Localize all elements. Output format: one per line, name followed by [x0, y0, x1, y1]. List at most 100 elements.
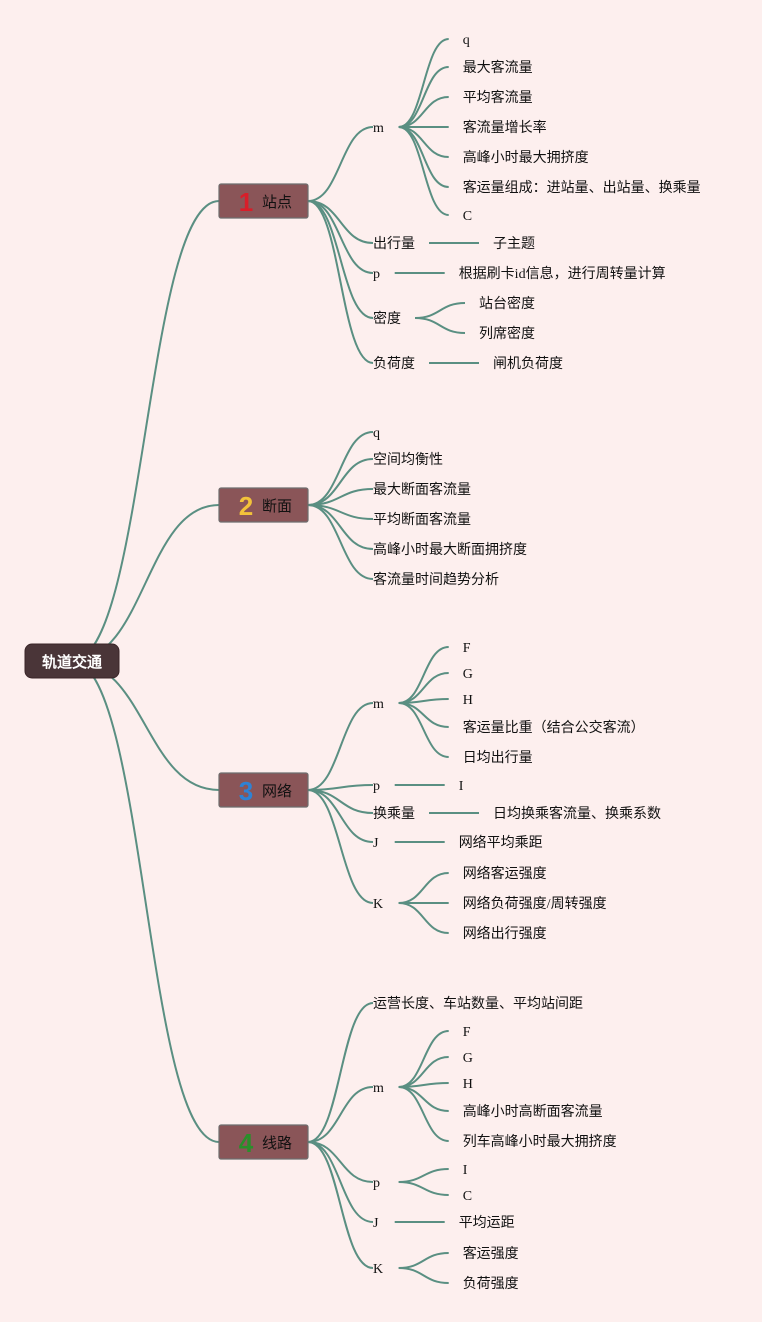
- connector-line: [307, 431, 374, 506]
- connector-line: [71, 660, 220, 1143]
- leaf-node[interactable]: 负荷强度: [463, 1276, 519, 1292]
- connector-line: [398, 126, 449, 158]
- leaf-node[interactable]: 客运量组成：进站量、出站量、换乘量: [463, 179, 701, 196]
- branch-label: 网络: [262, 783, 292, 800]
- connector-line: [71, 660, 220, 791]
- leaf-node[interactable]: I: [463, 1163, 468, 1178]
- branch-label: 线路: [262, 1135, 292, 1152]
- child-node[interactable]: J: [373, 836, 379, 851]
- leaf-node[interactable]: 站台密度: [479, 295, 535, 312]
- leaf-node[interactable]: G: [463, 667, 473, 682]
- leaf-node[interactable]: 高峰小时高断面客流量: [463, 1103, 603, 1120]
- branch-number-icon: 2: [239, 491, 253, 521]
- child-node[interactable]: q: [373, 426, 380, 441]
- child-node[interactable]: 负荷度: [373, 356, 415, 372]
- branch-number-icon: 3: [239, 776, 253, 806]
- leaf-node[interactable]: G: [463, 1051, 473, 1066]
- child-node[interactable]: 密度: [373, 310, 401, 327]
- child-node[interactable]: J: [373, 1216, 379, 1231]
- child-node[interactable]: p: [373, 779, 380, 794]
- connector-line: [398, 1267, 449, 1284]
- child-node[interactable]: 空间均衡性: [373, 452, 443, 468]
- connector-line: [414, 317, 466, 334]
- branch-box: [218, 1124, 309, 1160]
- leaf-node[interactable]: 日均换乘客流量、换乘系数: [493, 805, 661, 822]
- leaf-node[interactable]: I: [459, 779, 464, 794]
- leaf-node[interactable]: 网络客运强度: [463, 865, 547, 882]
- child-node[interactable]: 换乘量: [373, 805, 415, 822]
- connector-line: [71, 504, 220, 662]
- connector-line: [307, 702, 374, 791]
- leaf-node[interactable]: 最大客流量: [463, 59, 533, 76]
- connector-line: [398, 1252, 449, 1269]
- leaf-node[interactable]: C: [463, 1189, 472, 1204]
- leaf-node[interactable]: 高峰小时最大拥挤度: [463, 149, 589, 166]
- connector-line: [398, 38, 449, 128]
- leaf-node[interactable]: 闸机负荷度: [493, 356, 563, 372]
- leaf-node[interactable]: 网络平均乘距: [459, 835, 543, 851]
- branch-node-3[interactable]: 3 网络: [218, 772, 309, 808]
- leaf-node[interactable]: F: [463, 1025, 471, 1040]
- child-node[interactable]: m: [373, 1081, 384, 1096]
- child-node[interactable]: m: [373, 121, 384, 136]
- branch-label: 断面: [262, 498, 292, 515]
- child-node[interactable]: m: [373, 697, 384, 712]
- branch-box: [218, 183, 309, 219]
- leaf-node[interactable]: H: [463, 1077, 473, 1092]
- child-node[interactable]: 客流量时间趋势分析: [373, 571, 499, 588]
- child-node[interactable]: p: [373, 267, 380, 282]
- leaf-node[interactable]: 列车高峰小时最大拥挤度: [463, 1133, 617, 1150]
- leaf-node[interactable]: 日均出行量: [463, 750, 533, 766]
- leaf-node[interactable]: 客流量增长率: [463, 119, 547, 136]
- connector-line: [307, 126, 374, 202]
- root-node[interactable]: 轨道交通: [24, 643, 120, 679]
- leaf-node[interactable]: 平均运距: [459, 1215, 515, 1231]
- branch-box: [218, 487, 309, 523]
- connector-line: [398, 1086, 449, 1142]
- leaf-node[interactable]: 网络出行强度: [463, 926, 547, 942]
- connector-line: [398, 126, 449, 216]
- child-node[interactable]: 运营长度、车站数量、平均站间距: [373, 995, 583, 1012]
- leaf-node[interactable]: 根据刷卡id信息，进行周转量计算: [459, 265, 666, 282]
- leaf-node[interactable]: 子主题: [493, 236, 535, 252]
- child-node[interactable]: 高峰小时最大断面拥挤度: [373, 541, 527, 558]
- child-node[interactable]: p: [373, 1176, 380, 1191]
- leaf-node[interactable]: 网络负荷强度/周转强度: [463, 896, 607, 912]
- connector-lines: [71, 38, 479, 1284]
- connector-line: [307, 789, 374, 904]
- leaf-node[interactable]: 列席密度: [479, 325, 535, 342]
- connector-line: [398, 702, 449, 758]
- branch-box: [218, 772, 309, 808]
- leaf-node[interactable]: C: [463, 209, 472, 224]
- connector-line: [398, 126, 449, 188]
- leaf-node[interactable]: 客运量比重（结合公交客流）: [463, 719, 645, 736]
- connector-line: [307, 789, 374, 843]
- leaf-node[interactable]: H: [463, 693, 473, 708]
- branch-node-2[interactable]: 2 断面: [218, 487, 309, 523]
- leaf-node[interactable]: 平均客流量: [463, 89, 533, 106]
- child-node[interactable]: K: [373, 897, 383, 912]
- connector-line: [307, 1141, 374, 1269]
- child-node[interactable]: 平均断面客流量: [373, 511, 471, 528]
- connector-line: [398, 1086, 449, 1112]
- child-node[interactable]: 最大断面客流量: [373, 481, 471, 498]
- child-node[interactable]: K: [373, 1262, 383, 1277]
- leaf-node[interactable]: q: [463, 33, 470, 48]
- connector-line: [398, 1168, 449, 1183]
- root-box: [24, 643, 120, 679]
- connector-line: [398, 1181, 449, 1196]
- connector-line: [307, 458, 374, 506]
- connector-line: [307, 1002, 374, 1143]
- branch-number-icon: 1: [239, 187, 253, 217]
- connector-line: [398, 66, 449, 128]
- child-node[interactable]: 出行量: [373, 236, 415, 252]
- leaf-node[interactable]: F: [463, 641, 471, 656]
- connector-line: [71, 200, 220, 662]
- connector-line: [307, 1086, 374, 1143]
- connector-line: [398, 902, 449, 934]
- leaf-node[interactable]: 客运强度: [463, 1245, 519, 1262]
